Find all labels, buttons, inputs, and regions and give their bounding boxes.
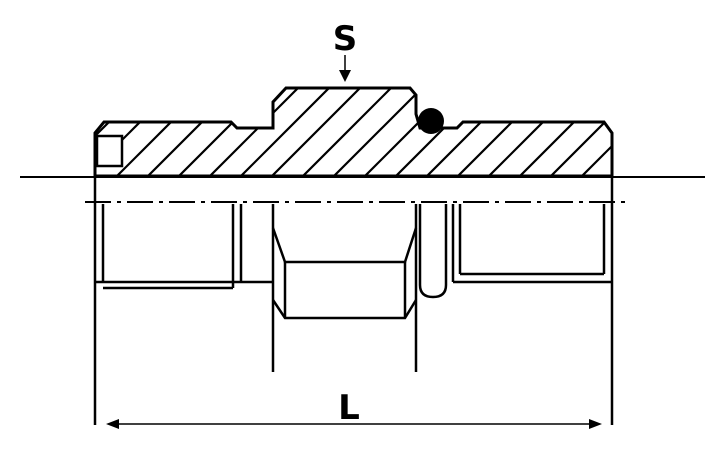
body-section-outline (93, 86, 614, 178)
l-dimension-line (106, 419, 602, 429)
left-end-square (95, 134, 124, 168)
s-dimension-label: S (333, 19, 358, 59)
s-dimension-arrow (339, 55, 351, 82)
l-dimension-label: L (338, 388, 360, 428)
body-lower-outline (93, 176, 614, 425)
section-hatching (95, 88, 612, 176)
o-ring-seal (418, 108, 444, 134)
